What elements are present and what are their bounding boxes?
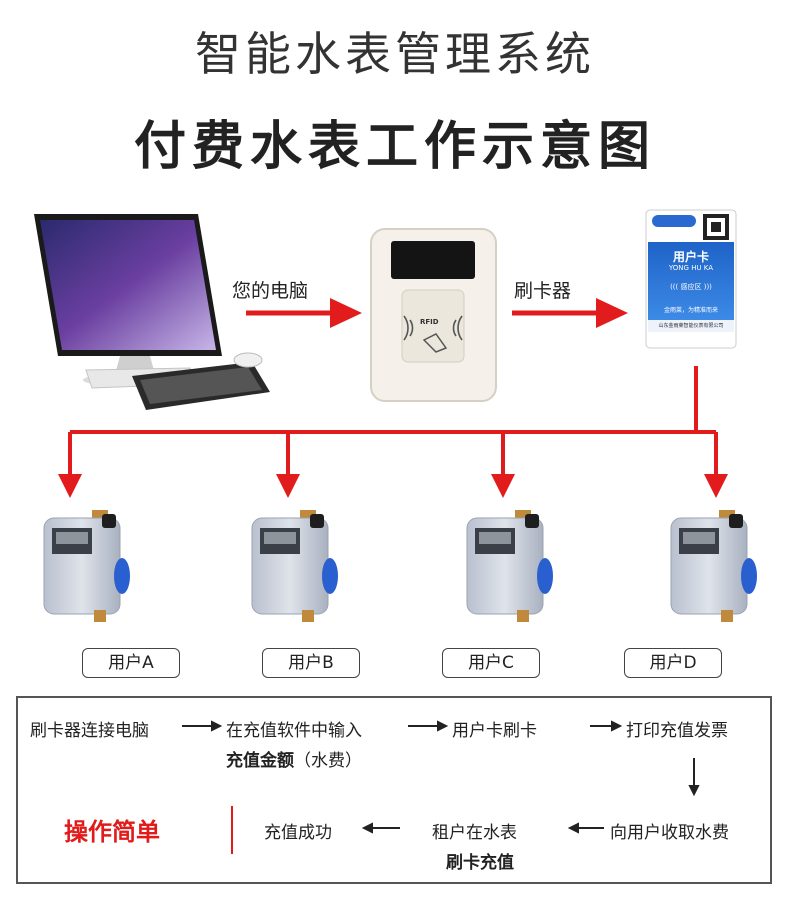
step-tenant-recharge: 刷卡充值	[446, 853, 514, 873]
step-amount-line2: 充值金额（水费）	[226, 746, 362, 771]
card-reader-illustration	[370, 228, 497, 402]
arrow-pc-to-reader	[246, 298, 362, 328]
step-collect-fee: 向用户收取水费	[610, 823, 729, 843]
card-company: 山东金雨莱智能仪表有限公司	[658, 323, 724, 329]
step-connect-reader: 刷卡器连接电脑	[30, 721, 149, 741]
water-meter-b	[251, 510, 338, 622]
water-meter-c	[466, 510, 553, 622]
card-title: 用户卡	[672, 250, 709, 264]
step-amount-bold: 充值金额	[226, 751, 294, 771]
rfid-text: RFID	[420, 318, 439, 326]
user-a-label: 用户A	[82, 648, 180, 678]
page-title: 智能水表管理系统	[195, 27, 595, 81]
simple-operation-highlight: 操作简单	[64, 818, 160, 846]
user-b-label: 用户B	[262, 648, 360, 678]
computer-illustration	[34, 214, 270, 410]
process-box	[16, 696, 772, 884]
card-sense-area: ((( 感应区 )))	[670, 283, 712, 291]
step-tenant-swipe: 租户在水表	[432, 823, 517, 843]
label-your-pc: 您的电脑	[232, 280, 309, 302]
card-pinyin: YONG HU KA	[668, 264, 714, 272]
water-meter-d	[670, 510, 757, 622]
process-arrows	[182, 720, 700, 834]
user-card-illustration	[645, 209, 737, 349]
step-swipe-card: 用户卡刷卡	[452, 721, 537, 741]
card-slogan: 金雨莱，为精准而来	[663, 307, 718, 314]
arrow-reader-to-card	[512, 298, 628, 328]
page-subtitle: 付费水表工作示意图	[133, 117, 656, 177]
step-print-invoice: 打印充值发票	[626, 721, 728, 741]
step-amount-rest: （水费）	[294, 751, 362, 771]
distribution-lines	[68, 366, 718, 480]
label-card-reader: 刷卡器	[514, 280, 572, 302]
step-enter-amount: 在充值软件中输入	[226, 721, 362, 741]
user-d-label: 用户D	[624, 648, 722, 678]
user-c-label: 用户C	[442, 648, 540, 678]
step-recharge-success: 充值成功	[264, 823, 332, 843]
water-meter-a	[43, 510, 130, 622]
distribution-arrowheads	[58, 474, 728, 498]
